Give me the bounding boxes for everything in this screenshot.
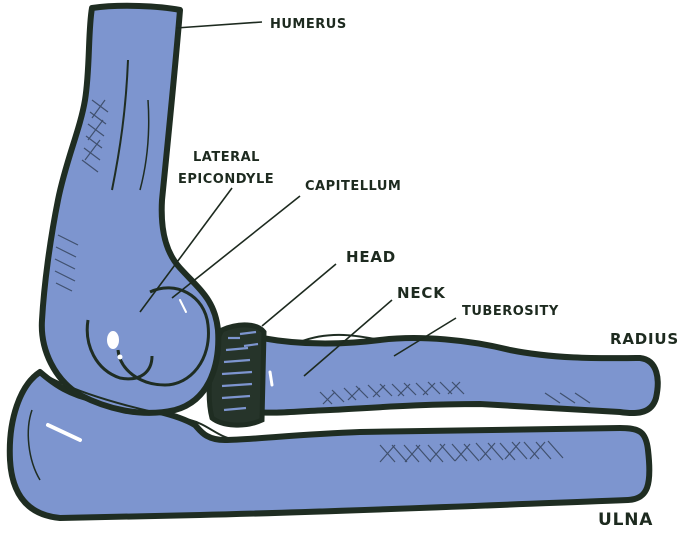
leader-lines bbox=[139, 21, 457, 377]
humerus-shaft-line bbox=[111, 59, 129, 191]
ulna-highlight bbox=[46, 423, 82, 442]
tuberosity-leader bbox=[393, 317, 457, 357]
joint-gap-line bbox=[44, 374, 241, 441]
radius-hatching bbox=[319, 381, 591, 405]
capitellum-contour bbox=[116, 286, 210, 387]
ulna-contour bbox=[27, 409, 41, 481]
ulna-label: ULNA bbox=[598, 510, 653, 530]
humerus-leader bbox=[175, 21, 263, 29]
humerus-bone bbox=[38, 2, 222, 416]
radial-head-ridges bbox=[221, 330, 259, 412]
head-label: HEAD bbox=[346, 248, 396, 266]
capitellum-highlight bbox=[179, 299, 187, 313]
lateral-epicondyle-leader bbox=[139, 187, 233, 313]
humerus-hatching bbox=[54, 99, 109, 292]
ulna-hatching bbox=[379, 440, 564, 463]
neck-label: NECK bbox=[397, 284, 446, 302]
humerus-label: HUMERUS bbox=[270, 17, 347, 32]
lateral-epicondyle-label-line2: EPICONDYLE bbox=[178, 172, 274, 187]
humerus-highlight-small bbox=[117, 354, 123, 360]
head-leader bbox=[261, 263, 337, 327]
capitellum-label: CAPITELLUM bbox=[305, 179, 401, 194]
neck-leader bbox=[303, 299, 393, 377]
radius-bone bbox=[252, 333, 661, 417]
humerus-highlight-large bbox=[107, 331, 119, 349]
tuberosity-label: TUBEROSITY bbox=[462, 304, 559, 319]
radius-label: RADIUS bbox=[610, 330, 679, 348]
trochlea-contour bbox=[85, 319, 154, 381]
lateral-epicondyle-label-line1: LATERAL bbox=[193, 150, 260, 165]
radius-tuberosity-contour bbox=[299, 333, 381, 343]
humerus-shaft-line-2 bbox=[139, 99, 150, 191]
radius-neck-highlight bbox=[268, 370, 274, 387]
capitellum-leader bbox=[171, 195, 301, 299]
